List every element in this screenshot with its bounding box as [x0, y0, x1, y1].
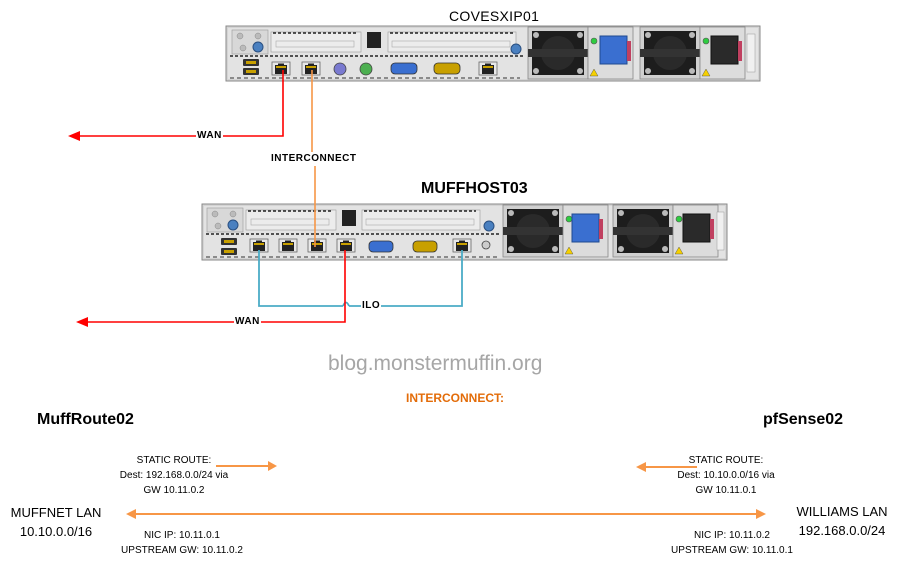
right-lan-name: WILLIAMS LAN [796, 504, 888, 519]
right-static-route-gw: GW 10.11.0.1 [695, 485, 757, 496]
interconnect-link-arrowhead-left [126, 509, 136, 519]
right-static-route-arrowhead [636, 462, 646, 472]
right-static-route-title: STATIC ROUTE: [688, 455, 764, 466]
left-static-route: STATIC ROUTE: Dest: 192.168.0.0/24 via G… [104, 453, 244, 498]
wan-bottom-label: WAN [234, 316, 261, 327]
ilo-cable-right [349, 250, 463, 307]
right-static-route-dest: Dest: 10.10.0.0/16 via [677, 470, 775, 481]
interconnect-header: INTERCONNECT: [406, 391, 504, 405]
left-static-route-gw: GW 10.11.0.2 [143, 485, 205, 496]
wan-top-arrowhead [68, 131, 80, 141]
right-lan-subnet: 192.168.0.0/24 [798, 523, 886, 538]
server-muffhost03 [201, 203, 728, 261]
right-lan: WILLIAMS LAN 192.168.0.0/24 [786, 502, 898, 540]
right-static-route: STATIC ROUTE: Dest: 10.10.0.0/16 via GW … [660, 453, 792, 498]
left-static-route-arrowhead [268, 461, 277, 471]
interconnect-top-label: INTERCONNECT [270, 153, 358, 164]
server-covesxip01 [225, 25, 761, 82]
left-static-route-dest: Dest: 192.168.0.0/24 via [119, 470, 229, 481]
wan-bottom-arrowhead [76, 317, 88, 327]
left-lan: MUFFNET LAN 10.10.0.0/16 [0, 503, 112, 541]
ilo-label: ILO [361, 300, 382, 311]
left-lan-subnet: 10.10.0.0/16 [19, 524, 93, 539]
wan-bottom-cable [84, 250, 346, 323]
left-static-route-title: STATIC ROUTE: [136, 455, 212, 466]
watermark: blog.monstermuffin.org [328, 352, 543, 375]
right-nic-ip: NIC IP: 10.11.0.2 [694, 530, 770, 541]
left-router-name: MuffRoute02 [37, 411, 134, 428]
server-title-muffhost03: MUFFHOST03 [421, 180, 528, 197]
left-lan-name: MUFFNET LAN [10, 505, 102, 520]
left-nic-info: NIC IP: 10.11.0.1 UPSTREAM GW: 10.11.0.2 [110, 528, 254, 558]
wan-top-label: WAN [196, 130, 223, 141]
wan-top-cable [76, 70, 284, 137]
right-router-name: pfSense02 [763, 411, 844, 428]
right-nic-info: NIC IP: 10.11.0.2 UPSTREAM GW: 10.11.0.1 [660, 528, 804, 558]
interconnect-link-arrowhead-right [756, 509, 766, 519]
left-nic-ip: NIC IP: 10.11.0.1 [144, 530, 220, 541]
ilo-cable-jump [342, 301, 350, 307]
right-upstream-gw: UPSTREAM GW: 10.11.0.1 [671, 545, 793, 556]
ilo-cable [258, 250, 343, 307]
left-upstream-gw: UPSTREAM GW: 10.11.0.2 [121, 545, 243, 556]
server-title-covesxip01: COVESXIP01 [449, 8, 540, 24]
